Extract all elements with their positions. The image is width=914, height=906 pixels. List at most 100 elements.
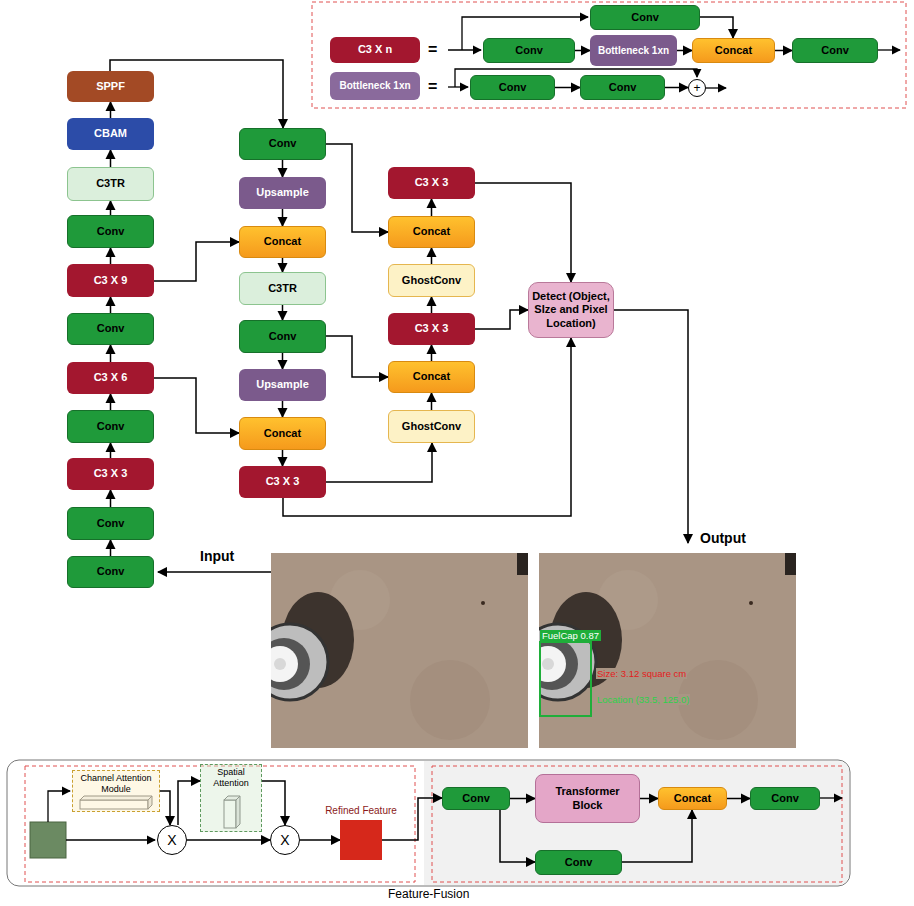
photo-corner [785,553,796,575]
box-text: CBAM [91,127,130,140]
box-text: Concat [261,427,304,440]
conv-block: Conv [67,215,154,248]
box-text: Detect (Object, SIze and Pixel Location) [529,290,613,330]
box-text: Conv [562,856,596,869]
connector-arrow [154,242,239,281]
conv-block: Conv [792,38,878,63]
c3tr-block: C3TR [239,272,326,305]
c3-block: C3 X 3 [388,167,475,199]
output-arrow [878,49,900,50]
connector-arrow [665,87,688,89]
photo-corner [517,553,528,575]
box-text: Spatial Attention [201,767,261,789]
box-text: Concat [261,235,304,248]
connector-arrow [110,540,112,556]
box-text: Conv [512,44,546,57]
transformer-block: Transformer Block [535,774,640,823]
multiply-circle: X [270,825,300,855]
detection-label: FuelCap 0.87 [540,630,601,641]
c3-block: C3 X 9 [67,264,154,297]
output-arrow [820,797,842,798]
fuel-cap [271,638,310,690]
box-text: C3 X 3 [263,475,303,488]
connector-arrow [283,338,571,516]
concat-block: Concat [388,361,475,393]
fuel-cap [271,624,328,700]
conv-block: Conv [750,787,820,810]
fuel-cap [539,638,578,690]
connector-arrow [677,50,692,52]
connector-arrow [326,144,388,232]
fuel-cap [539,646,566,682]
conv-block: Conv [470,75,555,100]
connector-arrow [178,781,200,825]
detect-head: Detect (Object, SIze and Pixel Location) [528,282,614,338]
input-photo [252,553,528,748]
conv-block: Conv [239,320,326,353]
connector-arrow [575,50,590,52]
connector-arrow [775,50,792,52]
output-photo [520,553,796,748]
box-text: Refined Feature [325,805,397,817]
c3-block: C3 X 3 [67,458,154,490]
connector-arrow [282,401,284,417]
connector-arrow [431,345,433,361]
connector-arrow [475,183,571,282]
box-text: Bottleneck 1xn [595,45,672,57]
output-arrow [706,87,726,88]
conv-block: Conv [67,313,154,345]
ghostconv-block: GhostConv [388,264,475,297]
group-frame [432,766,842,882]
concat-block: Concat [692,38,775,63]
input-feature [30,822,66,858]
connector-arrow [110,248,112,264]
box-text: GhostConv [399,274,464,287]
connector-arrow [110,297,112,313]
c3-block: C3 X 6 [67,362,154,394]
box-text: Conv [496,81,530,94]
box-text: GhostConv [399,420,464,433]
input-arrow [158,571,271,573]
connector-arrow [431,248,433,264]
box-text: X [280,833,289,847]
attention-module: Spatial Attention [200,764,262,832]
box-text: + [693,82,700,94]
box-text: C3 X n [355,43,395,56]
photo-texture [410,660,490,740]
fuel-cap [271,646,298,682]
connector-arrow [382,798,442,840]
refined-feature: Refined Feature [340,820,382,860]
conv-block: Conv [67,556,154,588]
conv-block: Conv [67,507,154,540]
box-text: Conv [628,11,662,24]
connector-arrow [110,102,112,118]
box-text: C3 X 3 [412,322,452,335]
ghostconv-block: GhostConv [388,410,475,443]
panel-shade [424,761,849,885]
c3-block: C3 X 3 [388,313,475,345]
box-text: Concat [410,370,453,383]
connector-arrow [110,345,112,362]
conv-block: Conv [239,128,326,160]
box-text: Concat [712,44,755,57]
fuel-cap [542,658,554,670]
conv-block: Conv [67,410,154,443]
conv-block: Conv [483,38,575,63]
connector-arrow [282,258,284,272]
concat-block: Concat [239,417,326,450]
legend-frame [312,2,906,108]
box-text: Conv [606,81,640,94]
connector-arrow [160,791,170,825]
input-arrow [448,49,481,50]
photo-speck [749,601,753,605]
connector-arrow [110,443,112,458]
c3-block: C3 X 3 [239,466,326,498]
upsample-block: Upsample [239,177,326,209]
output-arrow [614,310,688,543]
upsample-block: Upsample [239,369,326,401]
panel-shade [424,761,444,885]
box-text: X [167,833,176,847]
attention-module: Channel Attention Module [72,770,160,812]
box-text: Conv [266,137,300,150]
